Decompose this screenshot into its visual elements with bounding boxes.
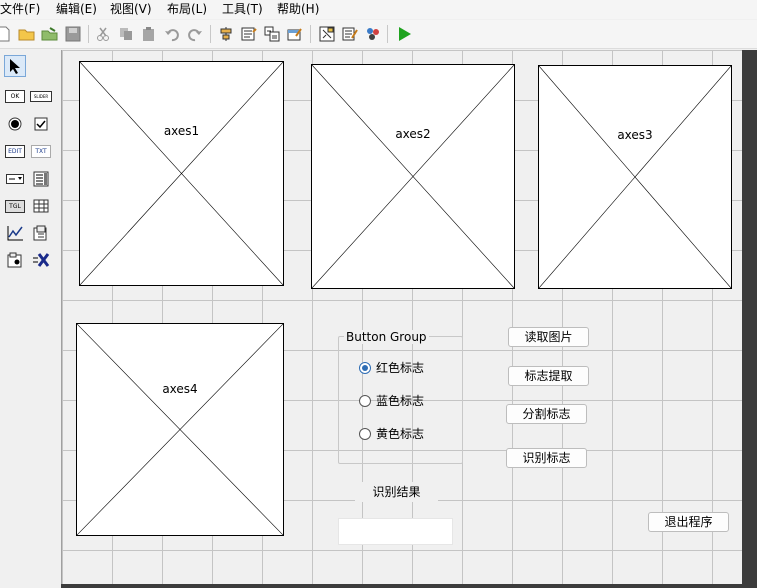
read-image-button[interactable]: 读取图片 xyxy=(508,327,589,347)
radio-label: 红色标志 xyxy=(376,361,425,375)
open-recent-icon[interactable] xyxy=(40,24,60,44)
save-icon[interactable] xyxy=(63,24,83,44)
axes-2-label: axes2 xyxy=(395,127,431,141)
select-arrow-icon[interactable] xyxy=(4,55,26,77)
activex-control-icon[interactable] xyxy=(30,249,52,271)
button-group-title: Button Group xyxy=(344,330,429,344)
push-button-tool-label: OK xyxy=(5,89,25,103)
axes-4[interactable]: axes4 xyxy=(76,323,284,536)
push-button-tool[interactable]: OK xyxy=(4,85,26,107)
mfile-editor-icon[interactable] xyxy=(317,24,337,44)
axes-3-label: axes3 xyxy=(617,128,653,142)
menu-file[interactable]: 文件(F) xyxy=(0,2,41,16)
toggle-button-tool[interactable]: TGL xyxy=(4,195,26,217)
radio-indicator xyxy=(359,362,371,374)
edit-text-tool[interactable]: EDIT xyxy=(4,140,26,162)
radio-label: 蓝色标志 xyxy=(376,394,425,408)
segment-sign-button[interactable]: 分割标志 xyxy=(506,404,587,424)
result-field[interactable] xyxy=(338,518,453,545)
toggle-button-tool-label: TGL xyxy=(5,199,25,213)
axes-tool[interactable] xyxy=(4,222,26,244)
radio-button-tool[interactable] xyxy=(4,113,26,135)
extract-sign-button[interactable]: 标志提取 xyxy=(508,366,589,386)
static-text-tool-label: TXT xyxy=(31,144,51,158)
menu-edit[interactable]: 编辑(E) xyxy=(56,2,97,16)
popup-menu-tool[interactable] xyxy=(4,168,26,190)
axes-3[interactable]: axes3 xyxy=(538,65,732,289)
radio-red-sign[interactable]: 红色标志 xyxy=(359,360,424,376)
tab-order-icon[interactable] xyxy=(262,24,282,44)
recognize-sign-button[interactable]: 识别标志 xyxy=(506,448,587,468)
component-palette: OK SLIDER EDIT TXT TGL xyxy=(0,50,58,588)
menu-bar: 文件(F) 编辑(E) 视图(V) 布局(L) 工具(T) 帮助(H) xyxy=(0,0,757,19)
radio-label: 黄色标志 xyxy=(376,427,425,441)
menu-help[interactable]: 帮助(H) xyxy=(277,2,320,16)
button-group-tool[interactable] xyxy=(4,249,26,271)
slider-tool[interactable]: SLIDER xyxy=(30,85,52,107)
slider-tool-label: SLIDER xyxy=(30,90,52,102)
run-icon[interactable] xyxy=(394,24,414,44)
button-group[interactable]: Button Group 红色标志 蓝色标志 黄色标志 xyxy=(338,330,463,464)
axes-1-label: axes1 xyxy=(163,124,200,138)
static-text-tool[interactable]: TXT xyxy=(30,140,52,162)
cut-icon[interactable] xyxy=(93,24,113,44)
horizontal-scrollbar[interactable] xyxy=(61,584,742,588)
edit-text-tool-label: EDIT xyxy=(5,144,25,158)
menu-editor-icon[interactable] xyxy=(239,24,259,44)
property-inspector-icon[interactable] xyxy=(340,24,360,44)
radio-indicator xyxy=(359,395,371,407)
copy-icon[interactable] xyxy=(116,24,136,44)
axes-2[interactable]: axes2 xyxy=(311,64,515,289)
axes-4-label: axes4 xyxy=(162,382,198,396)
exit-program-button[interactable]: 退出程序 xyxy=(648,512,729,532)
result-label: 识别结果 xyxy=(355,482,438,502)
toolbar xyxy=(0,20,757,49)
menu-layout[interactable]: 布局(L) xyxy=(167,2,208,16)
axes-1[interactable]: axes1 xyxy=(79,61,284,286)
redo-icon[interactable] xyxy=(185,24,205,44)
object-browser-icon[interactable] xyxy=(363,24,383,44)
toolbar-editor-icon[interactable] xyxy=(285,24,305,44)
new-file-icon[interactable] xyxy=(0,24,14,44)
checkbox-tool[interactable] xyxy=(30,113,52,135)
vertical-scrollbar[interactable] xyxy=(742,50,757,588)
panel-tool[interactable] xyxy=(30,222,52,244)
menu-tools[interactable]: 工具(T) xyxy=(222,2,263,16)
radio-indicator xyxy=(359,428,371,440)
undo-icon[interactable] xyxy=(162,24,182,44)
align-icon[interactable] xyxy=(216,24,236,44)
paste-icon[interactable] xyxy=(139,24,159,44)
listbox-tool[interactable] xyxy=(30,168,52,190)
radio-yellow-sign[interactable]: 黄色标志 xyxy=(359,426,424,442)
table-tool[interactable] xyxy=(30,195,52,217)
open-folder-icon[interactable] xyxy=(17,24,37,44)
radio-blue-sign[interactable]: 蓝色标志 xyxy=(359,393,424,409)
menu-view[interactable]: 视图(V) xyxy=(110,2,152,16)
